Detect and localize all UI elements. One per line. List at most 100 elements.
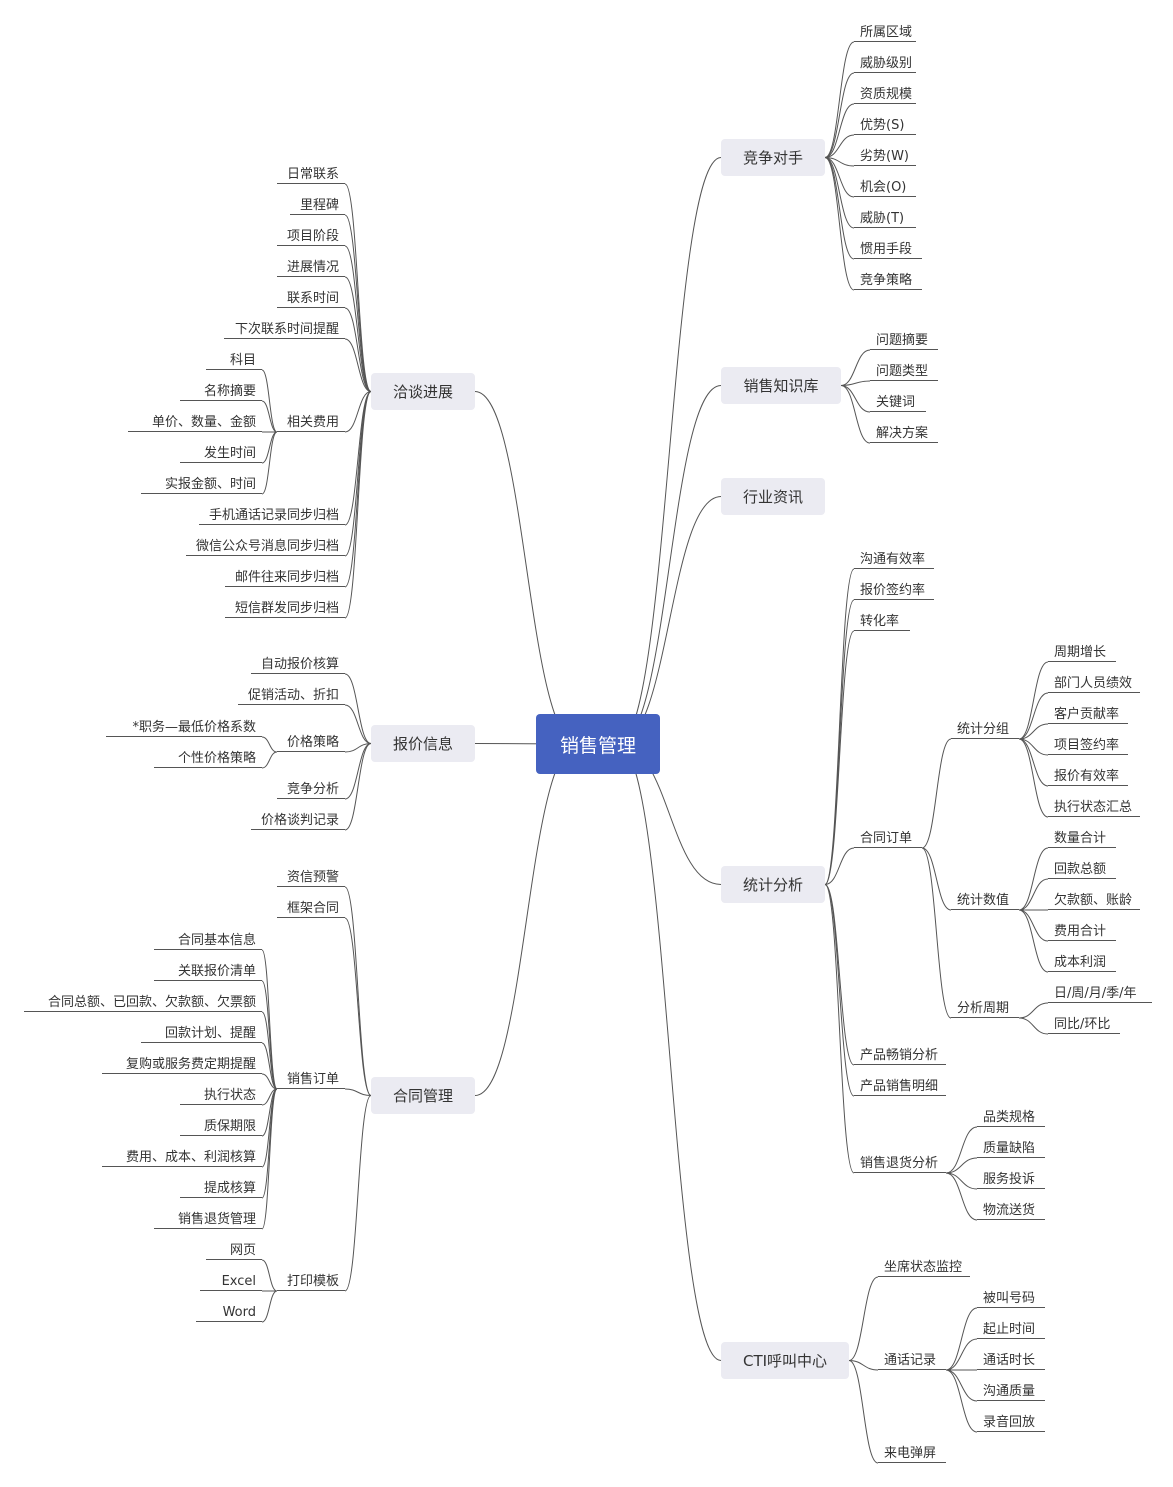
topic-j7[interactable]: 威胁(T) <box>854 211 916 228</box>
topic-b1[interactable]: 自动报价核算 <box>251 657 345 674</box>
topic-h4b[interactable]: Excel <box>200 1274 262 1291</box>
topic-t4[interactable]: 合同订单 <box>854 831 922 848</box>
topic-j8[interactable]: 惯用手段 <box>854 242 922 259</box>
topic-t7a[interactable]: 品类规格 <box>977 1110 1045 1127</box>
topic-t2[interactable]: 报价签约率 <box>854 583 934 600</box>
topic-h1[interactable]: 资信预警 <box>277 870 345 887</box>
topic-h3d[interactable]: 回款计划、提醒 <box>141 1026 262 1043</box>
root-node[interactable]: 销售管理 <box>536 714 660 774</box>
topic-t7c[interactable]: 服务投诉 <box>977 1172 1045 1189</box>
topic-q7b[interactable]: 名称摘要 <box>180 384 262 401</box>
topic-t4a[interactable]: 统计分组 <box>951 722 1019 739</box>
topic-t4a6[interactable]: 执行状态汇总 <box>1048 800 1140 817</box>
topic-k2[interactable]: 问题类型 <box>870 364 938 381</box>
connector-b2 <box>344 704 372 744</box>
topic-h4a[interactable]: 网页 <box>206 1243 262 1260</box>
topic-h2[interactable]: 框架合同 <box>277 901 345 918</box>
topic-c3[interactable]: 来电弹屏 <box>878 1446 946 1463</box>
branch-contract-management[interactable]: 合同管理 <box>371 1077 475 1114</box>
branch-industry-news[interactable]: 行业资讯 <box>721 478 825 515</box>
topic-t4b4[interactable]: 费用合计 <box>1048 924 1116 941</box>
branch-negotiation-progress[interactable]: 洽谈进展 <box>371 373 475 410</box>
branch-statistics[interactable]: 统计分析 <box>721 866 825 903</box>
topic-t7b[interactable]: 质量缺陷 <box>977 1141 1045 1158</box>
topic-k1[interactable]: 问题摘要 <box>870 333 938 350</box>
topic-t1[interactable]: 沟通有效率 <box>854 552 934 569</box>
topic-b4[interactable]: 竞争分析 <box>277 782 345 799</box>
topic-t4c1[interactable]: 日/周/月/季/年 <box>1048 986 1152 1003</box>
topic-b3a[interactable]: *职务—最低价格系数 <box>106 720 262 737</box>
branch-competitors[interactable]: 竞争对手 <box>721 139 825 176</box>
topic-t4a5[interactable]: 报价有效率 <box>1048 769 1128 786</box>
topic-h3[interactable]: 销售订单 <box>277 1072 345 1089</box>
topic-q1[interactable]: 日常联系 <box>277 167 345 184</box>
topic-t4c[interactable]: 分析周期 <box>951 1001 1019 1018</box>
topic-t7[interactable]: 销售退货分析 <box>854 1156 946 1173</box>
topic-j6[interactable]: 机会(O) <box>854 180 916 197</box>
topic-h3c[interactable]: 合同总额、已回款、欠款额、欠票额 <box>24 995 262 1012</box>
topic-h3j[interactable]: 销售退货管理 <box>154 1212 262 1229</box>
topic-c2[interactable]: 通话记录 <box>878 1353 946 1370</box>
topic-h3g[interactable]: 质保期限 <box>180 1119 262 1136</box>
topic-h3i[interactable]: 提成核算 <box>180 1181 262 1198</box>
topic-j9[interactable]: 竞争策略 <box>854 273 922 290</box>
topic-h3h[interactable]: 费用、成本、利润核算 <box>102 1150 262 1167</box>
topic-q10[interactable]: 邮件往来同步归档 <box>225 570 345 587</box>
topic-t4b2[interactable]: 回款总额 <box>1048 862 1116 879</box>
topic-j2[interactable]: 威胁级别 <box>854 56 916 73</box>
topic-t4a3[interactable]: 客户贡献率 <box>1048 707 1128 724</box>
topic-j3[interactable]: 资质规模 <box>854 87 916 104</box>
topic-b2[interactable]: 促销活动、折扣 <box>238 688 345 705</box>
topic-c2a[interactable]: 被叫号码 <box>977 1291 1045 1308</box>
topic-t4a1[interactable]: 周期增长 <box>1048 645 1116 662</box>
topic-t4a4[interactable]: 项目签约率 <box>1048 738 1128 755</box>
topic-q7d[interactable]: 发生时间 <box>180 446 262 463</box>
topic-q7[interactable]: 相关费用 <box>277 415 345 432</box>
topic-c1[interactable]: 坐席状态监控 <box>878 1260 970 1277</box>
topic-h4[interactable]: 打印模板 <box>277 1274 345 1291</box>
topic-q6[interactable]: 下次联系时间提醒 <box>224 322 345 339</box>
topic-h4c[interactable]: Word <box>196 1305 262 1322</box>
topic-k3[interactable]: 关键词 <box>870 395 926 412</box>
topic-b3[interactable]: 价格策略 <box>277 735 345 752</box>
topic-k4[interactable]: 解决方案 <box>870 426 938 443</box>
topic-t4b1[interactable]: 数量合计 <box>1048 831 1116 848</box>
topic-t4b5[interactable]: 成本利润 <box>1048 955 1116 972</box>
topic-q3[interactable]: 项目阶段 <box>277 229 345 246</box>
topic-q8[interactable]: 手机通话记录同步归档 <box>199 508 345 525</box>
topic-j4[interactable]: 优势(S) <box>854 118 916 135</box>
topic-h3e[interactable]: 复购或服务费定期提醒 <box>102 1057 262 1074</box>
topic-h3a[interactable]: 合同基本信息 <box>154 933 262 950</box>
topic-q2[interactable]: 里程碑 <box>290 198 345 215</box>
topic-h3f[interactable]: 执行状态 <box>180 1088 262 1105</box>
topic-q9[interactable]: 微信公众号消息同步归档 <box>186 539 345 556</box>
topic-t4a2[interactable]: 部门人员绩效 <box>1048 676 1140 693</box>
connector-t6 <box>824 884 855 1097</box>
topic-t6[interactable]: 产品销售明细 <box>854 1079 946 1096</box>
topic-c2e[interactable]: 录音回放 <box>977 1415 1045 1432</box>
topic-b5[interactable]: 价格谈判记录 <box>251 813 345 830</box>
branch-cti-call-center[interactable]: CTI呼叫中心 <box>721 1342 849 1379</box>
topic-c2c[interactable]: 通话时长 <box>977 1353 1045 1370</box>
topic-b3b[interactable]: 个性价格策略 <box>154 751 262 768</box>
topic-c2d[interactable]: 沟通质量 <box>977 1384 1045 1401</box>
topic-q7a[interactable]: 科目 <box>206 353 262 370</box>
topic-q5[interactable]: 联系时间 <box>277 291 345 308</box>
topic-t5[interactable]: 产品畅销分析 <box>854 1048 946 1065</box>
topic-j5[interactable]: 劣势(W) <box>854 149 916 166</box>
topic-t4b3[interactable]: 欠款额、账龄 <box>1048 893 1140 910</box>
topic-j1[interactable]: 所属区域 <box>854 25 916 42</box>
topic-q7e[interactable]: 实报金额、时间 <box>141 477 262 494</box>
branch-knowledge-base[interactable]: 销售知识库 <box>721 367 841 404</box>
topic-q4[interactable]: 进展情况 <box>277 260 345 277</box>
topic-c2b[interactable]: 起止时间 <box>977 1322 1045 1339</box>
topic-t3[interactable]: 转化率 <box>854 614 910 631</box>
topic-t4b[interactable]: 统计数值 <box>951 893 1019 910</box>
branch-quotation[interactable]: 报价信息 <box>371 725 475 762</box>
topic-t7d[interactable]: 物流送货 <box>977 1203 1045 1220</box>
topic-q7c[interactable]: 单价、数量、金额 <box>128 415 262 432</box>
topic-q11[interactable]: 短信群发同步归档 <box>225 601 345 618</box>
connector-h3 <box>344 1088 372 1096</box>
topic-t4c2[interactable]: 同比/环比 <box>1048 1017 1120 1034</box>
topic-h3b[interactable]: 关联报价清单 <box>154 964 262 981</box>
